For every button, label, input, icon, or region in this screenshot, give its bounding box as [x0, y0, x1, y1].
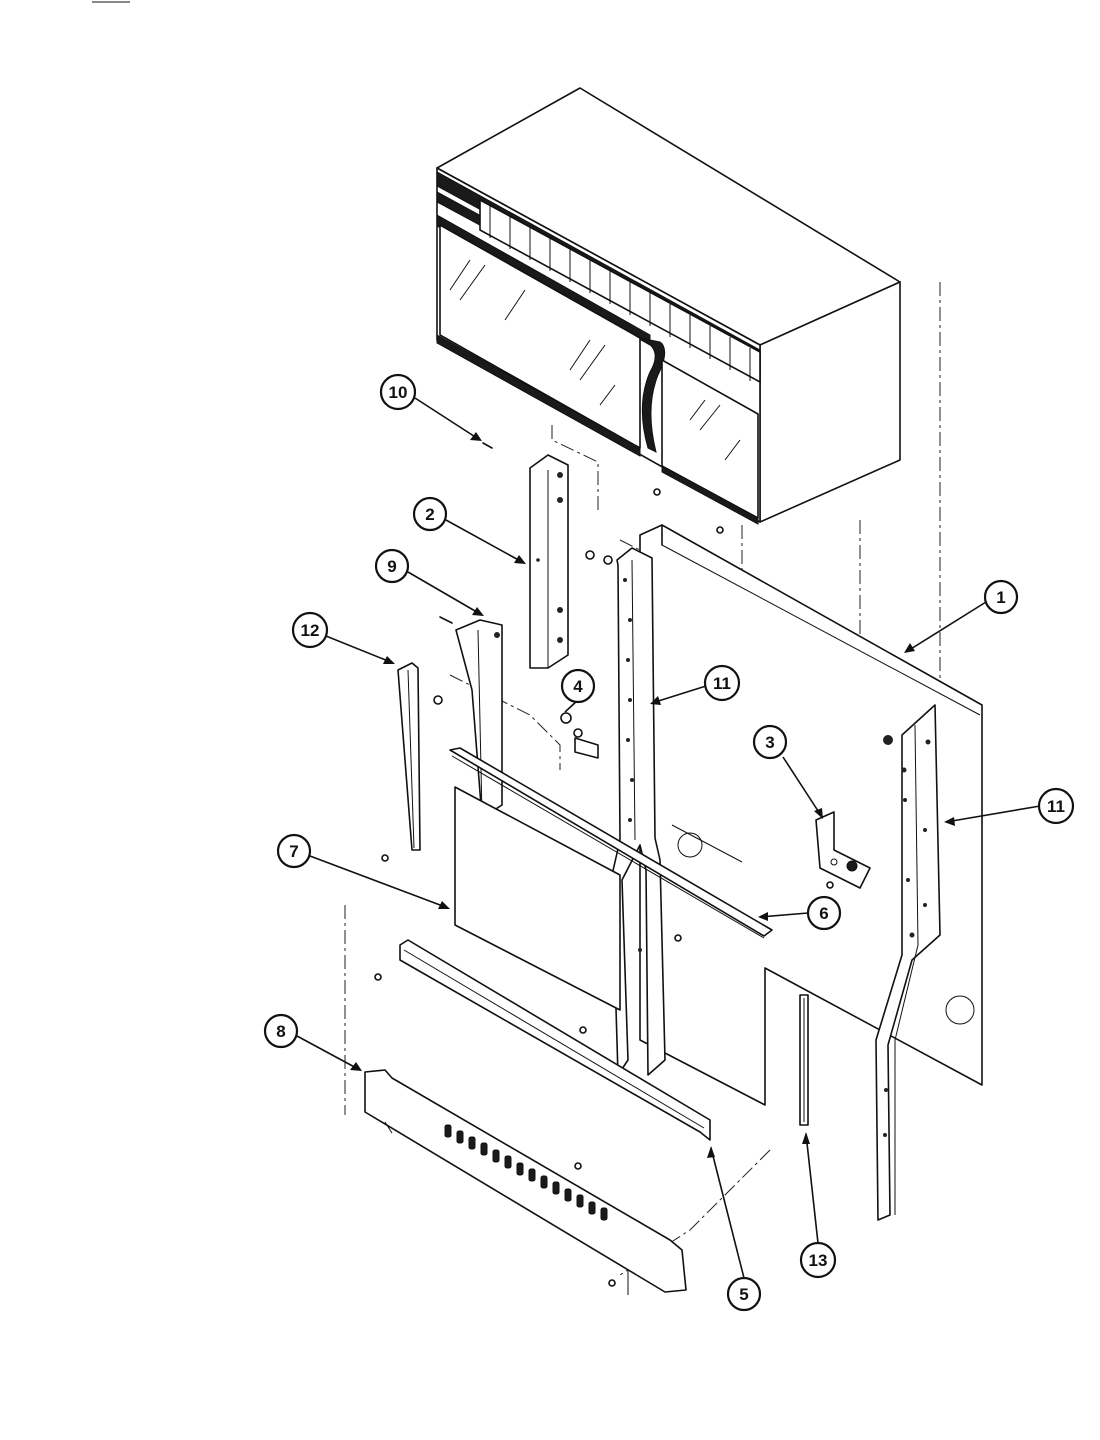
callout-4: 4: [560, 668, 596, 704]
part-3-small-bracket: [815, 811, 871, 889]
part-13-rod: [799, 994, 809, 1126]
callout-6-label: 6: [819, 904, 828, 923]
callout-2: 2: [412, 496, 448, 532]
callout-11-center-label: 11: [713, 674, 731, 693]
callout-3-label: 3: [765, 733, 774, 752]
callout-13-label: 13: [809, 1251, 828, 1270]
callout-12-label: 12: [301, 621, 320, 640]
grille-slots: [444, 1124, 608, 1221]
callout-3: 3: [752, 724, 788, 760]
part-6-long-strip: [449, 747, 773, 939]
callout-12: 12: [291, 611, 329, 649]
callout-11-center: 11: [703, 664, 741, 702]
ac-unit-cabinet: [436, 87, 901, 525]
callout-10-label: 10: [389, 383, 408, 402]
callout-1: 1: [983, 579, 1019, 615]
callout-2-label: 2: [425, 505, 434, 524]
part-7-front-panel: [454, 786, 621, 1011]
callout-1-label: 1: [996, 588, 1005, 607]
part-5-angle-strip: [399, 939, 711, 1141]
part-12-strap: [397, 662, 421, 851]
part-8-base-grille: [364, 1069, 687, 1295]
callout-11-right: 11: [1037, 787, 1075, 825]
callout-10: 10: [379, 373, 417, 411]
part-2-vertical-channel: [529, 454, 569, 669]
callout-4-label: 4: [573, 677, 583, 696]
callout-8-label: 8: [276, 1022, 285, 1041]
callout-11-right-label: 11: [1047, 797, 1065, 816]
callout-5-label: 5: [739, 1285, 748, 1304]
callout-9: 9: [374, 548, 410, 584]
callout-5: 5: [726, 1276, 762, 1312]
callout-13: 13: [799, 1241, 837, 1279]
callout-arrowheads: [350, 432, 955, 1158]
callout-6: 6: [806, 895, 842, 931]
callout-leaders: [296, 397, 1041, 1279]
callout-7: 7: [276, 833, 312, 869]
screws-and-fasteners: [374, 442, 834, 1287]
callout-8: 8: [263, 1013, 299, 1049]
callout-9-label: 9: [387, 557, 396, 576]
callout-7-label: 7: [289, 842, 298, 861]
part-11-right-side-rail: [875, 704, 941, 1221]
part-9-left-bracket: [455, 619, 503, 819]
